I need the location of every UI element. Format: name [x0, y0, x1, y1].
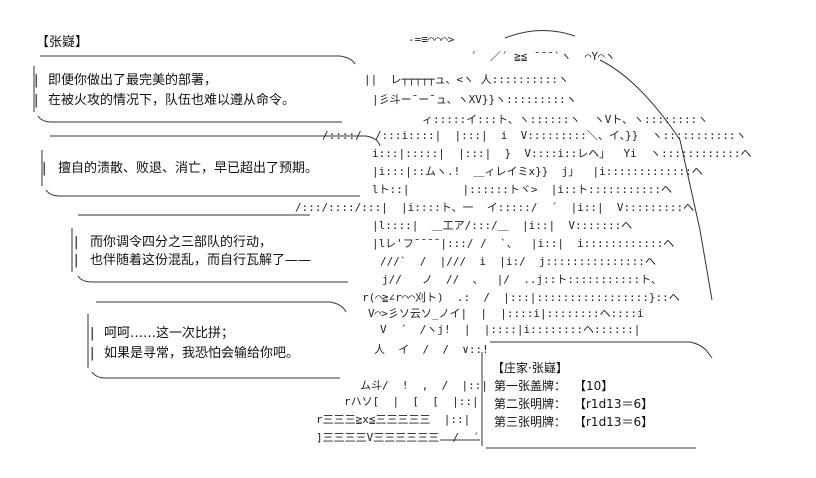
- info-row-label: 第三张明牌：: [494, 415, 567, 429]
- speech-bubble-2-line-1: 擅自的溃散、败退、消亡，早已超出了预期。: [58, 161, 319, 176]
- speech-bubble-3-prefix-1: |: [74, 235, 79, 250]
- ascii-art-line: lト::| |::::::トヾ> |i::ト:::::::::::ヘ: [372, 183, 673, 196]
- info-row-label: 第一张盖牌：: [494, 379, 567, 393]
- info-box-title: 【庄家·张嶷】: [492, 361, 568, 375]
- speech-bubble-4-line-1: 呵呵……这一次比拼；: [104, 326, 235, 341]
- speech-bubble-4-prefix-1: |: [90, 326, 95, 341]
- ascii-art-line: |i:::|::ムヽ.! ＿ィレイミx}} j」 |i:::::::::::::…: [372, 165, 703, 178]
- ascii-art-line: ´ ／´ ≧≦ ¯¯¯`ヽ ⌒Y⌒ヽ: [470, 50, 616, 63]
- ascii-art-line: ]三三三三V三三三三三三 / ´: [316, 431, 479, 444]
- info-row-value: 【r1d13＝6】: [574, 397, 654, 411]
- speech-bubble-1-prefix-2: |: [34, 93, 39, 108]
- speech-bubble-2-outline: [41, 135, 381, 197]
- speech-bubble-3-outline: [71, 214, 348, 283]
- ascii-art-line: |彡斗ー¯ー¯ュ、ヽXV}}ヽ:::::::::ヽ: [372, 93, 577, 106]
- ascii-art-line: |l::::| ＿工ア/:::/＿ |i::| V:::::::ヘ: [372, 219, 633, 232]
- art-strokes: [440, 29, 713, 441]
- ascii-art-line: j// ノ // 、 |/ ..j::ト:::::::::::ト、: [382, 273, 662, 286]
- info-row-value: 【r1d13＝6】: [574, 415, 654, 429]
- ascii-art-line: ィ:::::イ:::ト、ヽ::::::ヽ ヽVト、ヽ::::::::ヽ: [422, 113, 709, 126]
- ascii-art-line: r三三三≧x≦三三三三三 |::|: [316, 413, 471, 426]
- ascii-art-line: |lレ'フ¯¯¯¯|:::/ / `、 |i::| i::::::::::::ヘ: [372, 237, 675, 250]
- ascii-art-line: /:::/::::/:::| |i::::ト、一 イ:::::/ ´ |i::|…: [295, 201, 695, 214]
- ascii-art-line: rハソ[ | [ [ |::|: [344, 395, 479, 408]
- ascii-art-line: || レ┬┬┬┬┬ュ、<ヽ 人::::::::::ヽ: [364, 73, 569, 86]
- speech-bubble-3-prefix-2: |: [74, 253, 79, 268]
- speech-bubble-3-line-1: 而你调令四分之三部队的行动，: [90, 235, 273, 250]
- ascii-art-line: V⌒>彡ソ云ソ_ノイ| | |::::i|::::::::ヘ::::i: [368, 307, 644, 320]
- speech-bubble-4-outline: [87, 301, 347, 379]
- speech-bubble-1-outline: [33, 55, 356, 123]
- speech-bubble-3-line-2: 也伴随着这份混乱，而自行瓦解了——: [90, 253, 312, 268]
- speech-bubble-4-line-2: 如果是寻常，我恐怕会输给你吧。: [104, 346, 300, 361]
- speech-bubble-4-prefix-2: |: [90, 346, 95, 361]
- ascii-art-line: ///` / |/// i |i:/ j:::::::::::::::ヘ: [380, 255, 656, 268]
- info-box-outline: [481, 341, 713, 449]
- ascii-art-line: /::::/ /:::i::::| |:::| i V:::::::::＼、イ、…: [322, 129, 747, 142]
- ascii-art-line: 人 イ / / ∨::!: [374, 343, 489, 356]
- ascii-art-line: -=≡⌒⌒⌒>: [408, 33, 455, 46]
- info-row-value: 【10】: [574, 379, 614, 393]
- speech-bubble-1-line-1: 即便你做出了最完美的部署，: [48, 73, 218, 88]
- ascii-art-line: ム斗/ ! , / |::|: [360, 379, 488, 392]
- ascii-art-line: r(⌒≧∠r⌒⌒刈ト) .: / |:::|:::::::::::::::::}…: [362, 291, 680, 304]
- ascii-art-line: i:::|:::::| |:::| } V::::i::レヘ」 Yi ヽ::::…: [372, 147, 752, 160]
- info-row-label: 第二张明牌：: [494, 397, 567, 411]
- speech-bubble-2-prefix-1: |: [42, 161, 47, 176]
- ascii-art-line: V ´ /ヽj! | |::::|i::::::::ヘ::::::|: [380, 323, 641, 336]
- speaker-label: 【张嶷】: [36, 35, 89, 50]
- speech-bubble-1-line-2: 在被火攻的情况下，队伍也难以遵从命令。: [48, 93, 296, 108]
- speech-bubble-1-prefix-1: |: [34, 73, 39, 88]
